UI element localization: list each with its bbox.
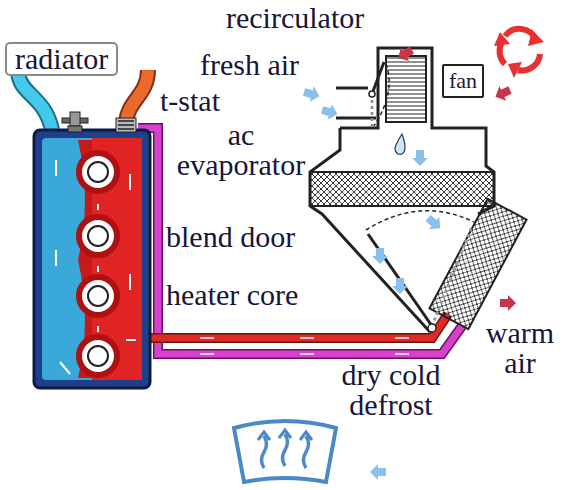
blend-door-label: blend door bbox=[166, 222, 295, 252]
air-arrow bbox=[302, 84, 445, 480]
warm-air-label: warm air bbox=[480, 318, 560, 378]
fresh-air-label: fresh air bbox=[200, 50, 299, 80]
recirculator-label: recirculator bbox=[226, 3, 364, 33]
flow-arrow bbox=[200, 337, 409, 339]
fresh-air-door bbox=[336, 62, 389, 126]
engine-block bbox=[34, 130, 150, 388]
blend-door bbox=[366, 211, 474, 332]
node-label: radiator bbox=[15, 44, 108, 74]
defrost-icon bbox=[234, 421, 336, 482]
flow-arrow bbox=[200, 353, 409, 355]
radiator-hose bbox=[18, 70, 52, 130]
radiator-hose bbox=[126, 70, 148, 122]
radiator-cap bbox=[62, 112, 88, 132]
heater-hose bbox=[145, 314, 448, 338]
heater-core bbox=[429, 199, 526, 329]
radiator-box: radiator bbox=[5, 42, 118, 76]
air-arrow bbox=[394, 43, 516, 311]
heater-core-label: heater core bbox=[166, 280, 298, 310]
radiator-hose bbox=[18, 70, 52, 130]
node-label: fan bbox=[449, 69, 477, 93]
evaporator-core bbox=[310, 172, 494, 206]
thermostat-label: t-stat bbox=[160, 86, 220, 116]
water-drop bbox=[395, 134, 405, 154]
thermostat bbox=[116, 118, 136, 132]
fan-box: fan bbox=[442, 64, 484, 98]
recirculate-icon bbox=[494, 29, 544, 78]
evaporator-label: ac evaporator bbox=[166, 120, 316, 180]
heater-hose bbox=[145, 314, 448, 338]
radiator-hose bbox=[126, 70, 148, 122]
defrost-label: dry cold defrost bbox=[332, 360, 450, 420]
